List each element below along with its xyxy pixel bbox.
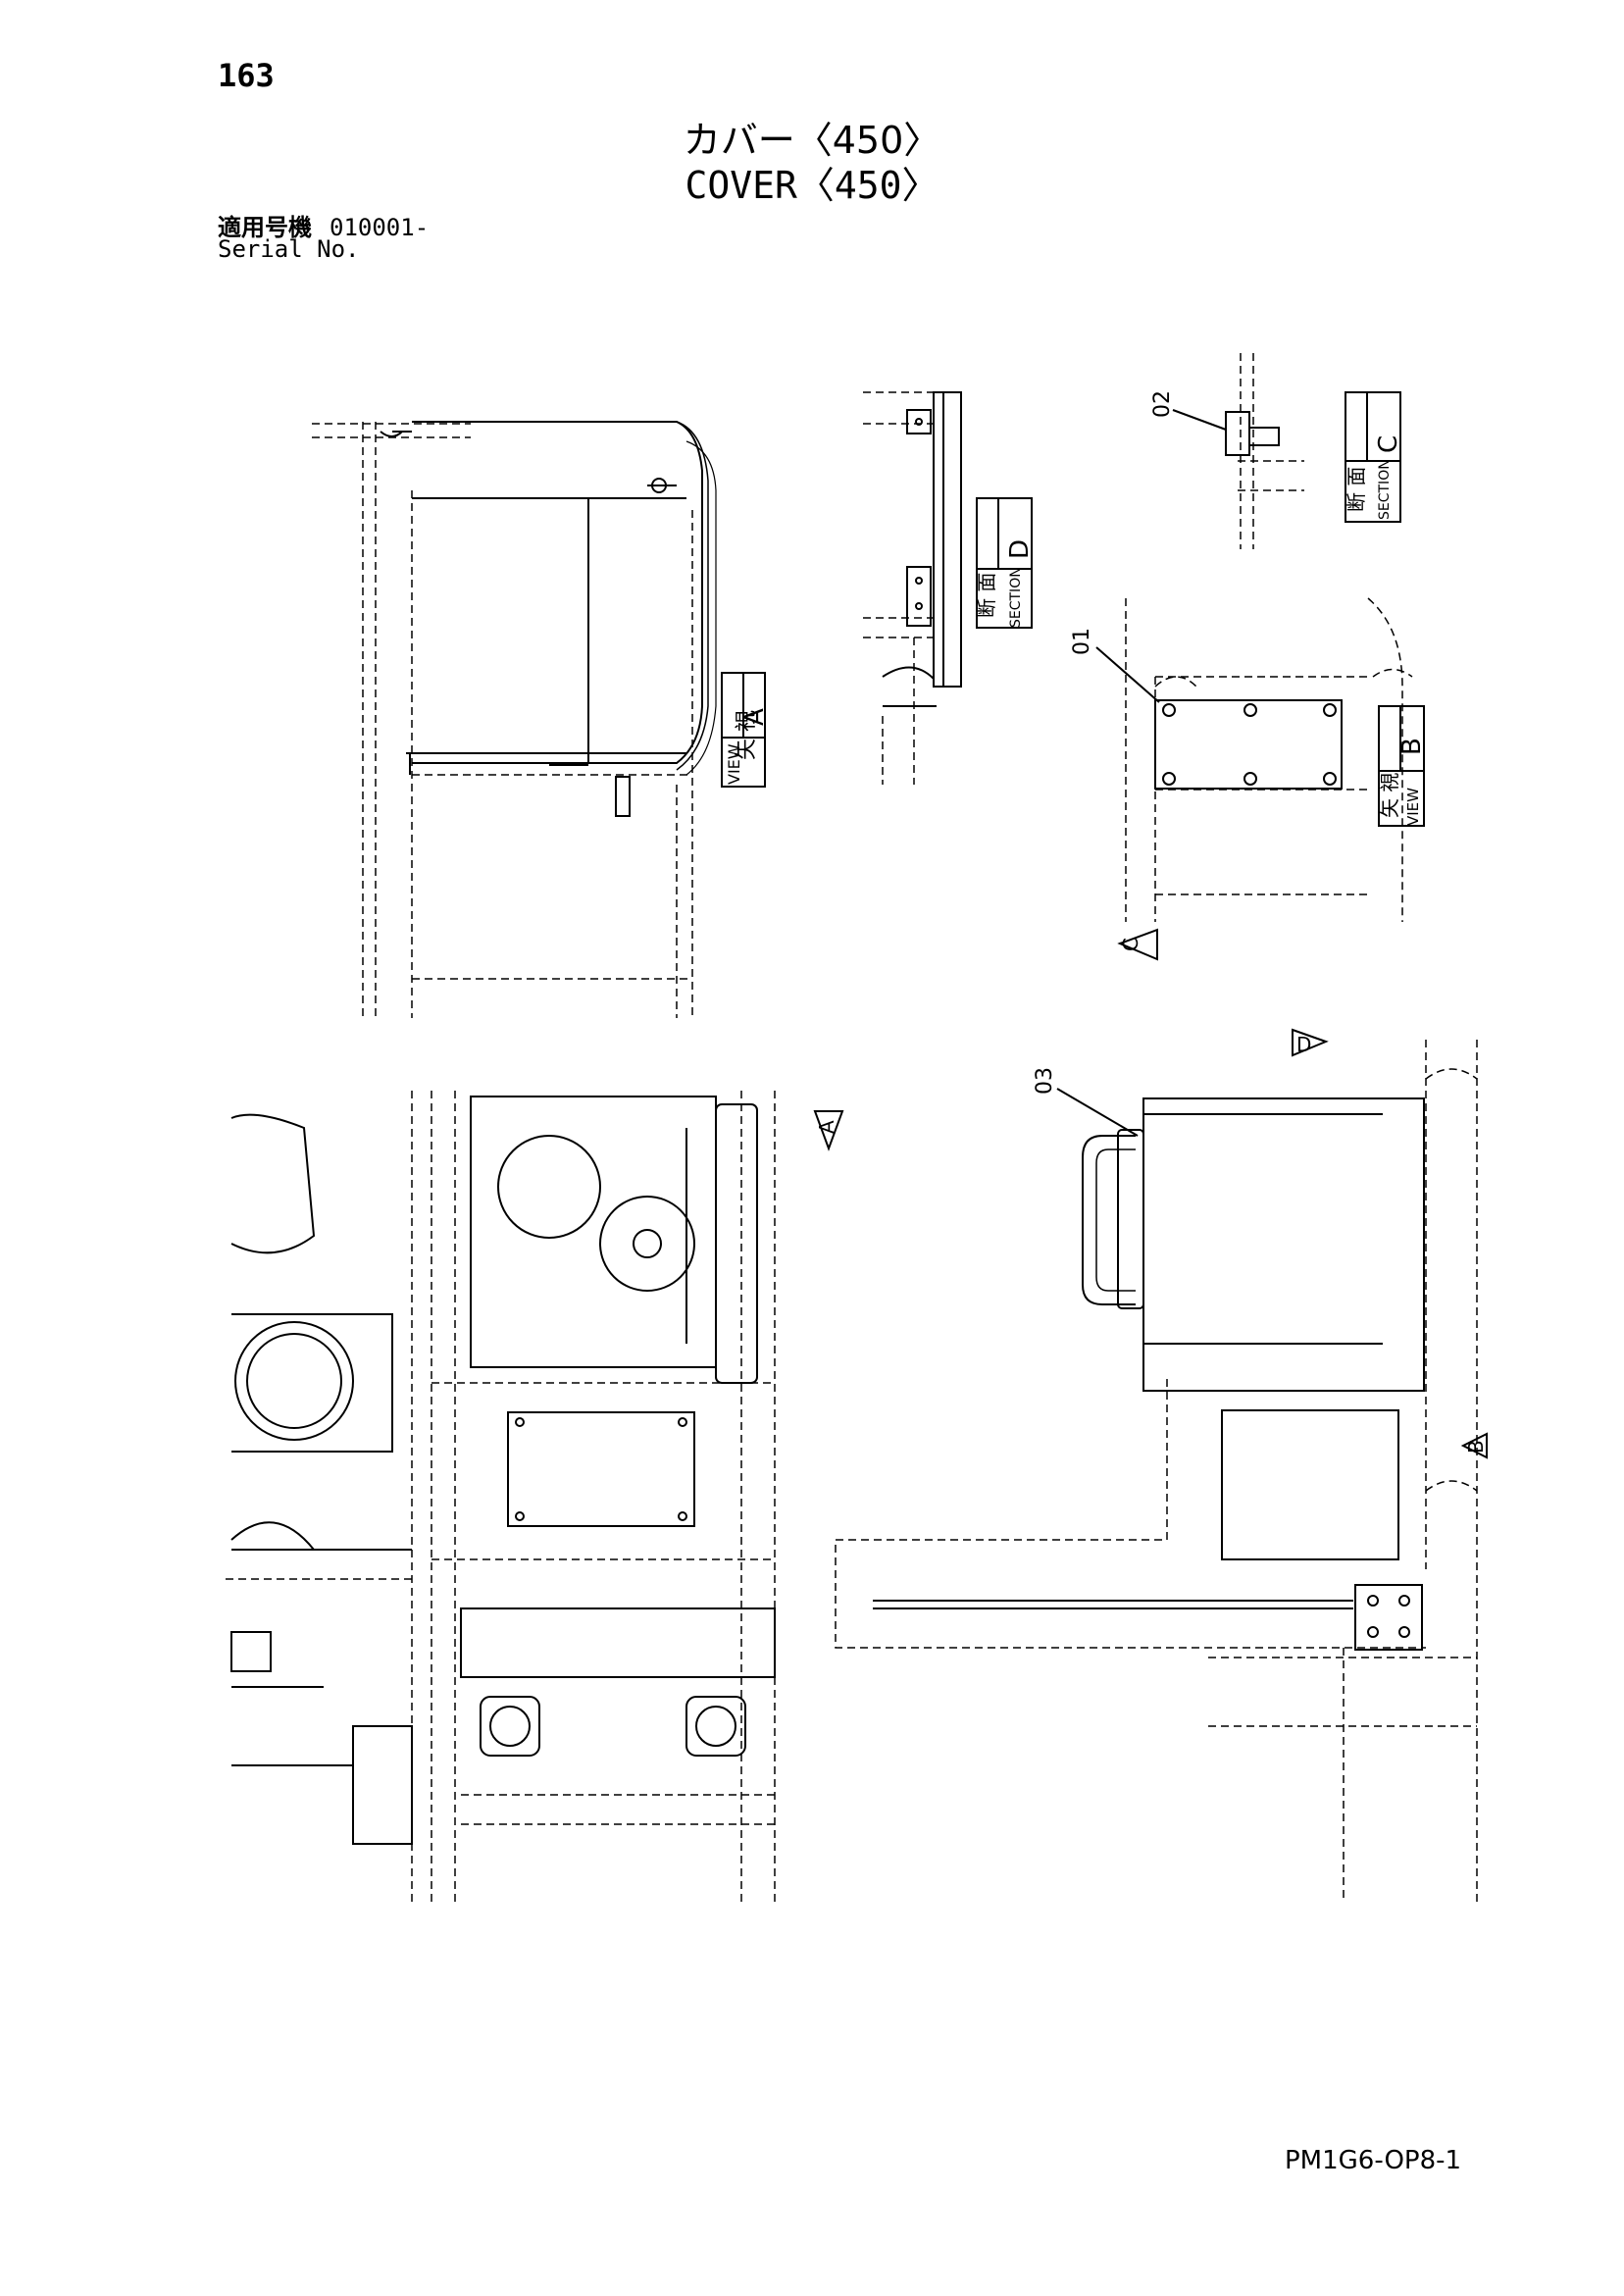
section-c-label: 断 面 SECTION C: [1345, 391, 1403, 523]
arrow-a-letter: A: [815, 1120, 838, 1134]
lower-left-drawing: [226, 1091, 776, 1903]
callout-03: 03: [1033, 1067, 1139, 1137]
callout-01-label: 01: [1070, 628, 1094, 655]
page-number: 163: [218, 57, 275, 94]
view-a-drawing: [312, 421, 717, 1018]
callout-03-label: 03: [1033, 1067, 1057, 1095]
view-b-bolts: [1162, 703, 1337, 786]
section-d-jp: 断 面: [975, 573, 998, 618]
section-arrow-a: A: [813, 1110, 844, 1151]
lower-right-drawing: [835, 1040, 1478, 1903]
section-d-drawing: [863, 391, 962, 785]
view-a-label: 矢 視 VIEW A: [721, 672, 770, 788]
view-b-drawing: [1125, 597, 1413, 922]
section-d-letter: D: [1005, 539, 1035, 559]
serial-label-english: Serial No.: [218, 235, 360, 263]
view-b-letter: B: [1397, 738, 1427, 755]
callout-02: 02: [1150, 390, 1227, 431]
section-arrow-c: C: [1117, 928, 1158, 961]
title-japanese: カバー〈450〉: [683, 119, 941, 162]
section-arrow-d: D: [1292, 1028, 1329, 1057]
view-b-en: VIEW: [1404, 788, 1422, 826]
arrow-d-letter: D: [1296, 1033, 1311, 1056]
section-d-en: SECTION: [1008, 567, 1024, 628]
section-c-en: SECTION: [1377, 459, 1393, 520]
section-arrow-b: B: [1460, 1432, 1488, 1459]
callout-02-label: 02: [1150, 390, 1175, 418]
view-a-en: VIEW: [725, 743, 743, 785]
view-a-jp: 矢 視: [735, 710, 759, 760]
section-c-drawing: [1225, 353, 1304, 549]
title-english: COVER〈450〉: [685, 164, 939, 207]
serial-label-japanese: 適用号機 010001-: [218, 208, 429, 242]
serial-value: 010001-: [330, 214, 430, 241]
section-c-jp: 断 面: [1345, 467, 1368, 512]
arrow-c-letter: C: [1119, 938, 1142, 951]
arrow-b-letter: B: [1464, 1440, 1488, 1454]
section-c-letter: C: [1374, 435, 1403, 453]
callout-01: 01: [1070, 628, 1160, 703]
section-d-label: 断 面 SECTION D: [975, 497, 1035, 629]
serial-label-jp-text: 適用号機: [218, 214, 312, 241]
drawing-code: PM1G6-OP8-1: [1285, 2146, 1462, 2175]
view-a-letter: A: [740, 708, 770, 726]
view-b-label: 矢 視 VIEW B: [1378, 705, 1427, 827]
view-b-jp: 矢 視: [1378, 773, 1401, 818]
